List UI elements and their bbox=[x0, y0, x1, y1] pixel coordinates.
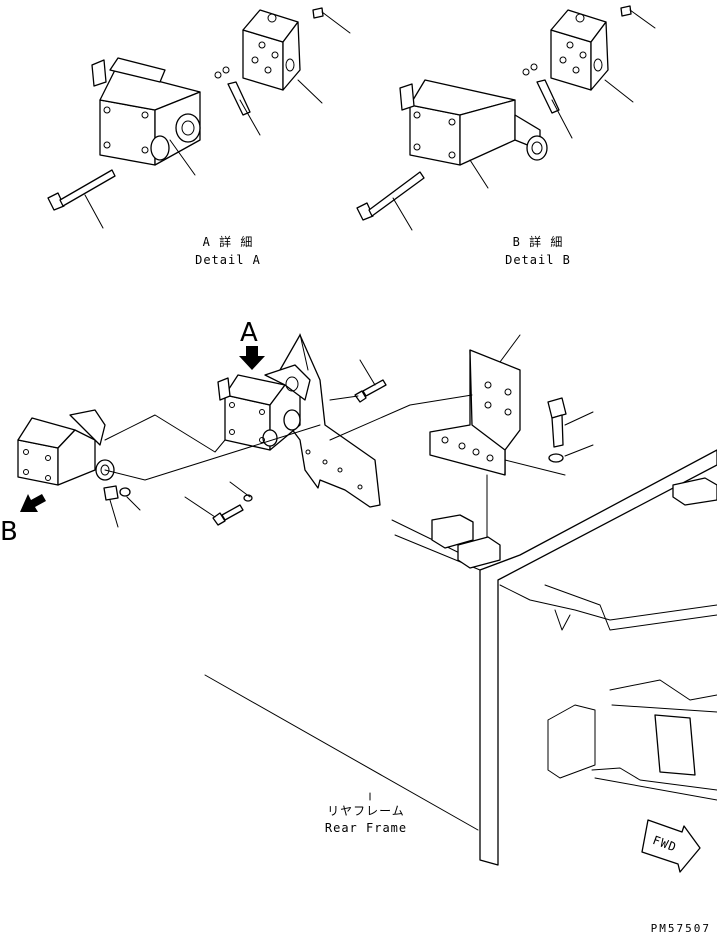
view-arrow-b-icon bbox=[20, 494, 46, 512]
view-marker-a: A bbox=[240, 318, 258, 348]
detail-a-title-jp: A 詳 細 bbox=[203, 234, 254, 249]
fwd-arrow-icon bbox=[641, 819, 701, 873]
main-assembly: A B bbox=[0, 318, 717, 873]
detail-b-title-jp: B 詳 細 bbox=[513, 234, 564, 249]
detail-a-title-en: Detail A bbox=[195, 253, 261, 267]
detail-b-view: B 詳 細 Detail B bbox=[356, 5, 656, 267]
detail-a-view: A 詳 細 Detail A bbox=[47, 7, 351, 267]
drawing-code: PM57507 bbox=[651, 922, 711, 935]
view-marker-b: B bbox=[0, 517, 18, 547]
rear-frame-label-jp: リヤフレーム bbox=[327, 804, 405, 818]
view-arrow-a-icon bbox=[239, 346, 265, 370]
detail-b-title-en: Detail B bbox=[505, 253, 571, 267]
rear-frame-label-en: Rear Frame bbox=[325, 821, 407, 835]
